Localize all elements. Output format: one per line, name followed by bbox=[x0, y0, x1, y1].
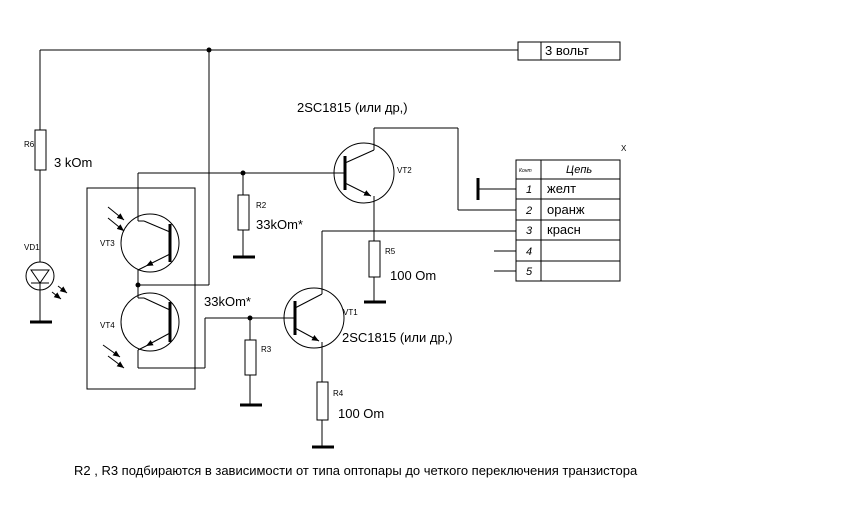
r2-value: 33kOm* bbox=[256, 217, 303, 232]
resistor-r2: R2 33kOm* bbox=[233, 194, 303, 259]
connector-header-contact: Конт bbox=[519, 168, 532, 174]
vt1-part: 2SC1815 (или др,) bbox=[342, 330, 453, 345]
connector-header-circuit: Цепь bbox=[566, 164, 592, 176]
connector-row-name: желт bbox=[547, 181, 576, 196]
supply-label: 3 вольт bbox=[545, 43, 589, 58]
supply-terminal: 3 вольт bbox=[517, 41, 621, 61]
vt4-ref: VT4 bbox=[100, 321, 115, 330]
connector-row-num: 5 bbox=[526, 266, 533, 278]
resistor-r6: R6 3 kOm bbox=[24, 129, 92, 262]
vd1-ref: VD1 bbox=[24, 243, 40, 252]
r5-value: 100 Om bbox=[390, 268, 436, 283]
r2-ref: R2 bbox=[256, 201, 267, 210]
vt1-ref: VT1 bbox=[343, 308, 358, 317]
connector-row-num: 3 bbox=[526, 225, 533, 237]
resistor-r3: R3 bbox=[240, 339, 272, 407]
connector-row-name: оранж bbox=[547, 202, 585, 217]
optocoupler-block: VT3 VT4 bbox=[86, 173, 209, 390]
connector-row-num: 1 bbox=[526, 184, 532, 196]
vt2-part: 2SC1815 (или др,) bbox=[297, 100, 408, 115]
vt2-ref: VT2 bbox=[397, 166, 412, 175]
supply-rail bbox=[39, 47, 518, 285]
r5-ref: R5 bbox=[385, 247, 396, 256]
r3-ref: R3 bbox=[261, 345, 272, 354]
transistor-vt2: 2SC1815 (или др,) VT2 bbox=[297, 100, 516, 241]
selection-note: R2 , R3 подбираются в зависимости от тип… bbox=[74, 463, 638, 478]
r4-ref: R4 bbox=[333, 389, 344, 398]
r6-ref: R6 bbox=[24, 140, 35, 149]
led-vd1: VD1 bbox=[24, 243, 68, 324]
connector-ref: X bbox=[621, 144, 627, 153]
vt1-base-net: 33kOm* bbox=[204, 294, 289, 340]
vt2-base-net bbox=[138, 170, 335, 195]
r4-value: 100 Om bbox=[338, 406, 384, 421]
connector-leads bbox=[476, 178, 516, 272]
r6-value: 3 kOm bbox=[54, 155, 92, 170]
connector-x: X Конт Цепь 1 желт 2 оранж 3 красн 4 5 bbox=[515, 144, 627, 282]
transistor-vt1: VT1 2SC1815 (или др,) bbox=[283, 230, 516, 382]
resistor-r4: R4 100 Om bbox=[312, 381, 384, 449]
connector-row-num: 2 bbox=[525, 205, 532, 217]
r3-value: 33kOm* bbox=[204, 294, 251, 309]
transistor-vt3: VT3 bbox=[100, 206, 180, 273]
transistor-vt4: VT4 bbox=[100, 292, 180, 369]
connector-row-num: 4 bbox=[526, 246, 532, 258]
resistor-r5: R5 100 Om bbox=[364, 240, 436, 304]
vt3-ref: VT3 bbox=[100, 239, 115, 248]
connector-row-name: красн bbox=[547, 222, 581, 237]
